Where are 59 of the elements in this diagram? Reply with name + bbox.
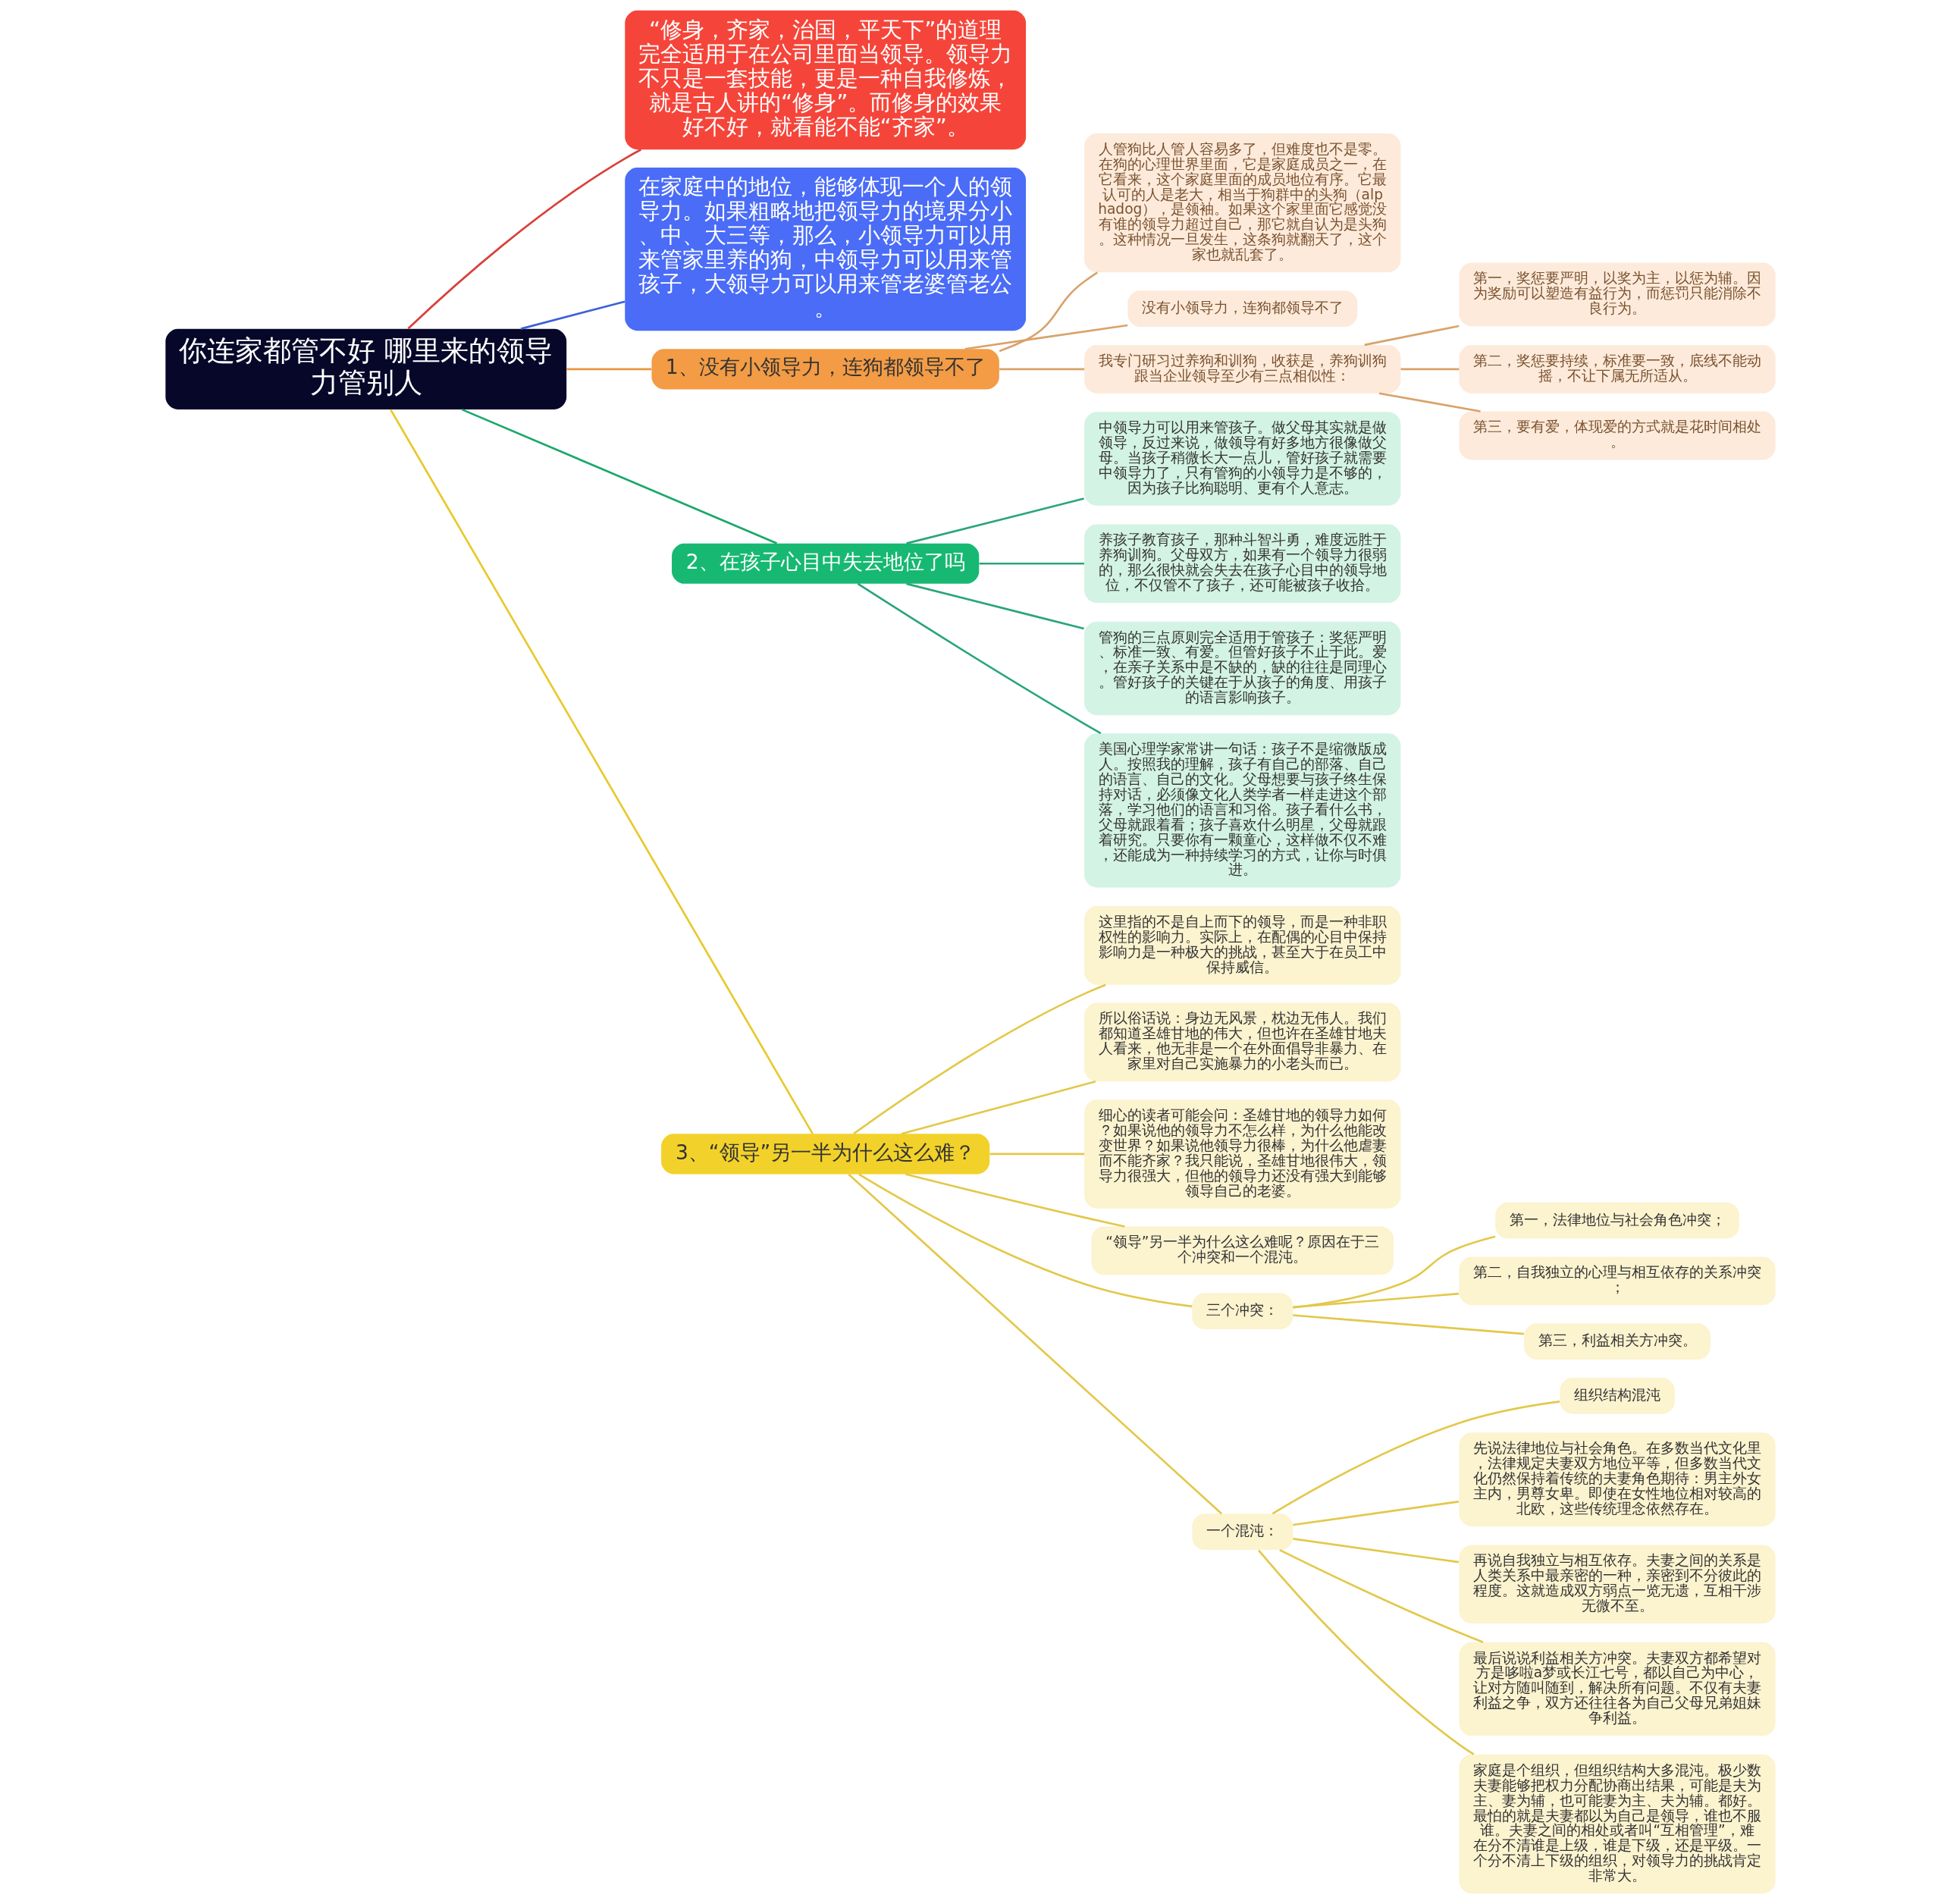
- node-box: “领导”另一半为什么这么难呢？原因在于三个冲突和一个混沌。: [1091, 1226, 1394, 1275]
- connector: [964, 324, 1128, 350]
- connector: [853, 983, 1106, 1135]
- connector: [1293, 1314, 1524, 1335]
- node-box: 三个冲突：: [1192, 1293, 1293, 1330]
- node-box: 再说自我独立与相互依存。夫妻之间的关系是人类关系中最亲密的一种，亲密到不分彼此的程度。这就造成双方弱点一览无遗，互相干涉无微不至。: [1459, 1545, 1776, 1624]
- node-box: 第三，利益相关方冲突。: [1524, 1323, 1711, 1360]
- connector: [999, 368, 1085, 371]
- connector: [905, 1173, 1125, 1228]
- node-box: 第一，奖惩要严明，以奖为主，以惩为辅。因为奖励可以塑造有益行为，而惩罚只能消除不良行为。: [1459, 262, 1776, 327]
- connector: [390, 409, 814, 1134]
- node-box: 美国心理学家常讲一句话：孩子不是缩微版成人。按照我的理解，孩子有自己的部落、自己的语言、自己的文化。父母想要与孩子终生保持对话，必须像文化人类学者一样走进这个部落，学习他们的语言和习俗。孩子看什么书，父母就跟着看；孩子喜欢什么明星，父母就跟着研究。只要你有一颗童心，这样做不仅不难，还能成为一种持续学习的方式，让你与时俱进。: [1084, 733, 1401, 888]
- node-box: 家庭是个组织，但组织结构大多混沌。极少数夫妻能够把权力分配协商出结果，可能是夫为主、妻为辅，也可能妻为主、夫为辅。都好。最怕的就是夫妻都以为自己是领导，谁也不服谁。夫妻之间的相处或者叫“互相管理”，难在分不清谁是上级，谁是下级，还是平级。一个分不清上下级的组织，对领导力的挑战肯定非常大。: [1459, 1754, 1776, 1894]
- connector: [1272, 1401, 1560, 1515]
- node-box: 我专门研习过养狗和训狗，收获是，养狗训狗跟当企业领导至少有三点相似性：: [1084, 344, 1401, 394]
- connector: [1293, 1501, 1460, 1526]
- connector: [1364, 325, 1460, 347]
- connector: [906, 582, 1084, 630]
- node-box: 管狗的三点原则完全适用于管孩子：奖惩严明、标准一致、有爱。但管好孩子不止于此。爱，在亲子关系中是不缺的，缺的往往是同理心。管好孩子的关键在于从孩子的角度、用孩子的语言影响孩子。: [1084, 621, 1401, 716]
- node-box: 所以俗话说：身边无风景，枕边无伟人。我们都知道圣雄甘地的伟大，但也许在圣雄甘地夫人看来，他无非是一个在外面倡导非暴力、在家里对自己实施暴力的小老头而已。: [1084, 1002, 1401, 1082]
- node-box: 先说法律地位与社会角色。在多数当代文化里，法律规定夫妻双方地位平等，但多数当代文化仍然保持着传统的夫妻角色期待：男主外女主内，男尊女卑。即使在女性地位相对较高的北欧，这些传统理念依然存在。: [1459, 1432, 1776, 1526]
- node-box: 一个混沌：: [1192, 1513, 1293, 1551]
- connector: [566, 368, 652, 371]
- connector: [1279, 1548, 1484, 1643]
- node-box: “修身，齐家，治国，平天下”的道理完全适用于在公司里面当领导。领导力不只是一套技能，更是一种自我修炼，就是古人讲的“修身”。而修身的效果好不好，就看能不能“齐家”。: [625, 10, 1027, 150]
- connector: [1293, 1292, 1460, 1309]
- node-box: 1、没有小领导力，连狗都领导不了: [651, 349, 999, 390]
- node-box: 没有小领导力，连狗都领导不了: [1127, 290, 1358, 327]
- node-box: 这里指的不是自上而下的领导，而是一种非职权性的影响力。实际上，在配偶的心目中保持影响力是一种极大的挑战，甚至大于在员工中保持威信。: [1084, 906, 1401, 985]
- node-box: 第二，自我独立的心理与相互依存的关系冲突；: [1459, 1256, 1776, 1306]
- node-box: 养孩子教育孩子，那种斗智斗勇，难度远胜于养狗训狗。父母双方，如果有一个领导力很弱的，那么很快就会失去在孩子心目中的领导地位，不仅管不了孩子，还可能被孩子收拾。: [1084, 524, 1401, 604]
- connector: [858, 1173, 1193, 1308]
- node-box: 在家庭中的地位，能够体现一个人的领导力。如果粗略地把领导力的境界分小、中、大三等，那么，小领导力可以用来管家里养的狗，中领导力可以用来管孩子，大领导力可以用来管老婆管老公。: [625, 168, 1027, 331]
- node-box: 中领导力可以用来管孩子。做父母其实就是做领导，反过来说，做领导有好多地方很像做父母。当孩子稍微长大一点儿，管好孩子就需要中领导力了，只有管狗的小领导力是不够的，因为孩子比狗聪明、更有个人意志。: [1084, 412, 1401, 506]
- connector: [979, 562, 1084, 565]
- node-box: 第一，法律地位与社会角色冲突；: [1495, 1202, 1739, 1239]
- connector: [1378, 392, 1481, 412]
- connector: [906, 497, 1084, 544]
- node-box: 3、“领导”另一半为什么这么难？: [661, 1134, 990, 1175]
- connector: [989, 1153, 1085, 1156]
- connector: [461, 408, 778, 544]
- connector: [999, 271, 1098, 353]
- connector: [1293, 1538, 1460, 1564]
- connector: [848, 1173, 1222, 1515]
- connector: [857, 582, 1102, 735]
- connector: [1400, 368, 1460, 371]
- connector: [520, 300, 626, 330]
- node-box: 最后说说利益相关方冲突。夫妻双方都希望对方是哆啦a梦或长江七号，都以自己为中心，让对方随叫随到，解决所有问题。不仅有夫妻利益之争，双方还往往各为自己父母兄弟姐妹争利益。: [1459, 1642, 1776, 1736]
- node-box: 你连家都管不好 哪里来的领导力管别人: [165, 328, 567, 409]
- node-box: 第三，要有爱，体现爱的方式就是花时间相处。: [1459, 411, 1776, 460]
- node-box: 组织结构混沌: [1560, 1377, 1675, 1414]
- node-box: 2、在孩子心目中失去地位了吗: [672, 543, 980, 584]
- connector: [407, 149, 642, 330]
- node-box: 人管狗比人管人容易多了，但难度也不是零。在狗的心理世界里面，它是家庭成员之一，在它看来，这个家庭里面的成员地位有序。它最认可的人是老大，相当于狗群中的头狗（alphadog），是领袖。如果这个家里面它感觉没有谁的领导力超过自己，那它就自认为是头狗。这种情况一旦发生，这条狗就翻天了，这个家也就乱套了。: [1084, 133, 1401, 273]
- node-box: 细心的读者可能会问：圣雄甘地的领导力如何？如果说他的领导力不怎么样，为什么他能改变世界？如果说他领导力很棒，为什么他虐妻而不能齐家？我只能说，圣雄甘地很伟大，领导力很强大，但他的领导力还没有强大到能够领导自己的老婆。: [1084, 1099, 1401, 1209]
- connector: [1293, 1235, 1496, 1309]
- connector: [1258, 1549, 1475, 1755]
- connector: [901, 1081, 1096, 1135]
- node-box: 第二，奖惩要持续，标准要一致，底线不能动摇，不让下属无所适从。: [1459, 344, 1776, 394]
